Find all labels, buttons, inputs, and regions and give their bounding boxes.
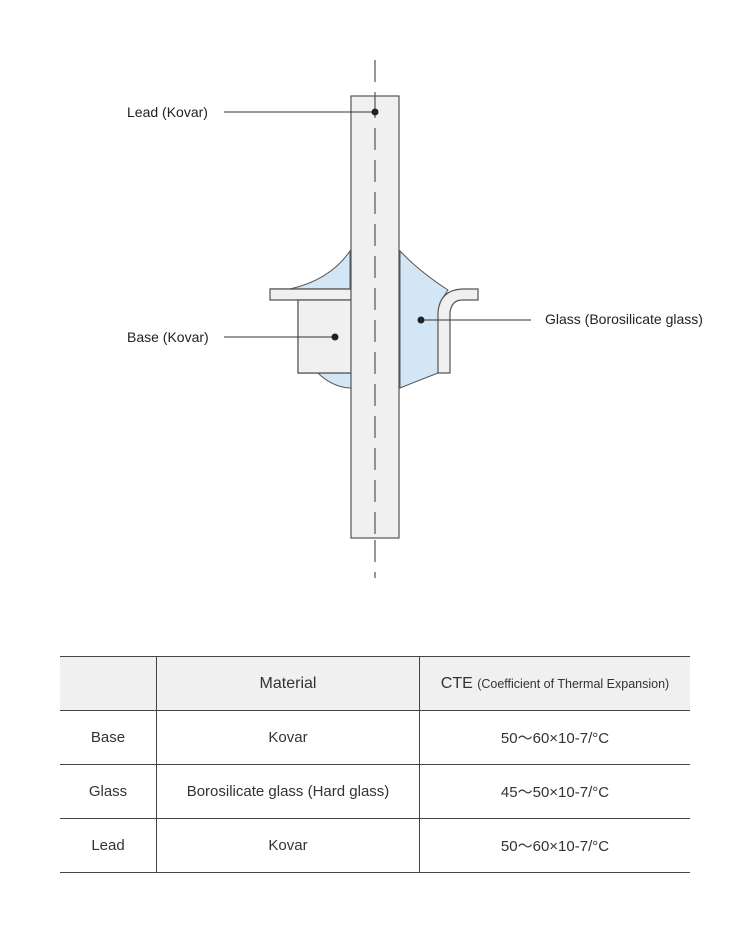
glass-label: Glass (Borosilicate glass) (545, 311, 703, 327)
glass-top-left (289, 249, 351, 290)
base-label: Base (Kovar) (127, 329, 209, 345)
material-table-container: Material CTE (Coefficient of Thermal Exp… (60, 656, 690, 873)
row-part: Lead (60, 818, 157, 873)
row-part: Base (60, 710, 157, 765)
header-cte-label: CTE (440, 674, 473, 692)
table-row: Lead Kovar 50～60×10-7/°C (60, 818, 690, 873)
header-material: Material (156, 656, 420, 711)
row-part: Glass (60, 764, 157, 819)
row-material: Borosilicate glass (Hard glass) (156, 764, 420, 819)
table-row: Glass Borosilicate glass (Hard glass) 45… (60, 764, 690, 819)
header-cte: CTE (Coefficient of Thermal Expansion) (419, 656, 690, 711)
base-flange-right (437, 288, 479, 374)
row-material: Kovar (156, 818, 420, 873)
glass-marker (417, 316, 425, 324)
base-marker (331, 333, 339, 341)
row-material: Kovar (156, 710, 420, 765)
header-blank-cell (60, 656, 157, 711)
row-cte: 50～60×10-7/°C (419, 818, 690, 873)
row-cte: 45～50×10-7/°C (419, 764, 690, 819)
hermetic-seal-diagram: Lead (Kovar) Base (Kovar) Glass (Borosil… (127, 60, 703, 578)
table-row: Base Kovar 50～60×10-7/°C (60, 710, 690, 765)
lead-marker (371, 108, 379, 116)
table-header-row: Material CTE (Coefficient of Thermal Exp… (60, 656, 690, 711)
lead-label: Lead (Kovar) (127, 104, 208, 120)
material-table: Material CTE (Coefficient of Thermal Exp… (60, 656, 690, 873)
row-cte: 50～60×10-7/°C (419, 710, 690, 765)
header-cte-note: (Coefficient of Thermal Expansion) (477, 676, 670, 691)
